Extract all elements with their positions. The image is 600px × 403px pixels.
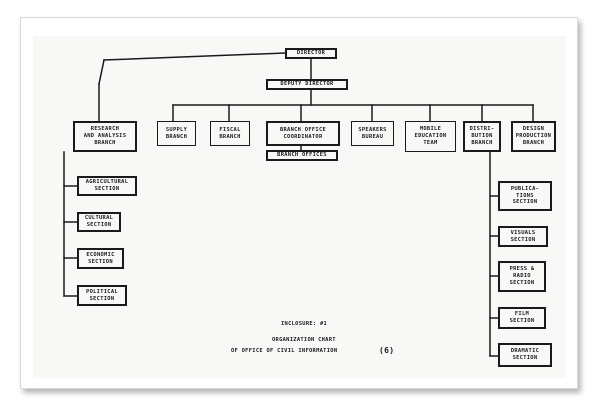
agricultural-section-box: AGRICULTURAL SECTION <box>77 176 137 196</box>
dramatic-section-box: DRAMATIC SECTION <box>498 343 552 367</box>
economic-section-box: ECONOMIC SECTION <box>77 248 124 269</box>
chart-title-line-1: ORGANIZATION CHART <box>272 337 336 343</box>
distribution-branch-box: DISTRI- BUTION BRANCH <box>463 121 501 152</box>
scanned-page <box>33 36 566 378</box>
chart-title-line-2: OF OFFICE OF CIVIL INFORMATION <box>231 348 338 354</box>
fiscal-branch-box: FISCAL BRANCH <box>210 121 250 146</box>
mobile-education-team-box: MOBILE EDUCATION TEAM <box>405 121 456 152</box>
cultural-section-box: CULTURAL SECTION <box>77 212 121 232</box>
supply-branch-box: SUPPLY BRANCH <box>157 121 196 146</box>
research-analysis-branch-box: RESEARCH AND ANALYSIS BRANCH <box>73 121 137 152</box>
publications-section-box: PUBLICA- TIONS SECTION <box>498 181 552 211</box>
connector <box>103 52 286 61</box>
branch-office-coordinator-box: BRANCH OFFICE COORDINATOR <box>266 121 340 146</box>
branch-offices-box: BRANCH OFFICES <box>266 150 338 161</box>
deputy-director-box: DEPUTY DIRECTOR <box>266 79 348 90</box>
director-box: DIRECTOR <box>285 48 337 59</box>
enclosure-label: INCLOSURE: #1 <box>281 321 328 327</box>
page-number: (6) <box>379 346 395 355</box>
connector <box>98 59 105 85</box>
film-section-box: FILM SECTION <box>498 307 546 329</box>
press-radio-section-box: PRESS & RADIO SECTION <box>498 261 546 292</box>
speakers-bureau-box: SPEAKERS BUREAU <box>351 121 394 146</box>
design-production-branch-box: DESIGN PRODUCTION BRANCH <box>511 121 556 152</box>
political-section-box: POLITICAL SECTION <box>77 285 127 306</box>
visuals-section-box: VISUALS SECTION <box>498 226 548 247</box>
